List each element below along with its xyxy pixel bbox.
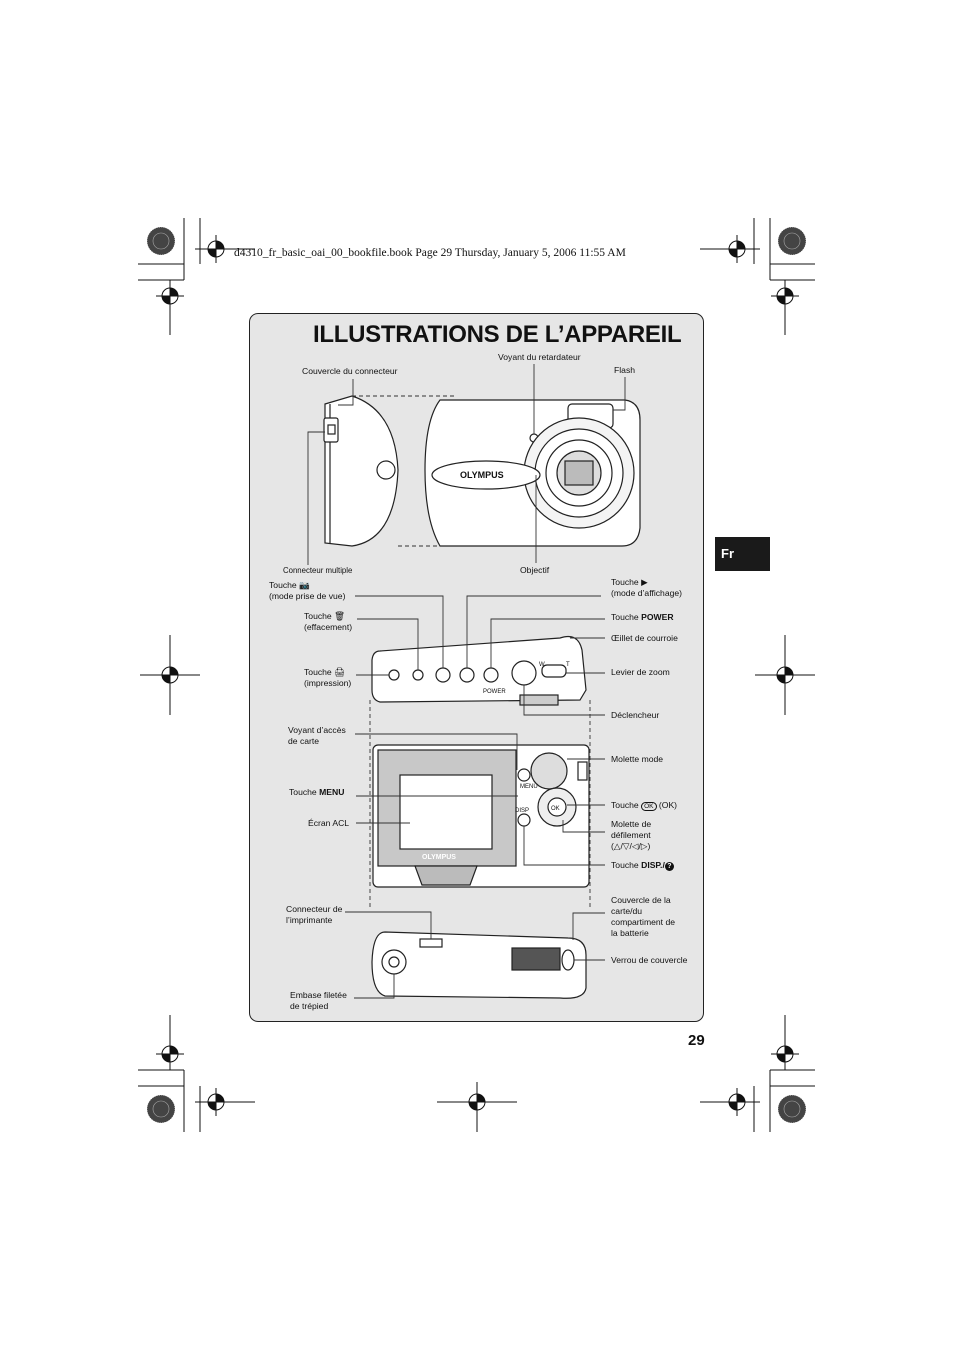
playback-icon: ▶ [641,577,648,587]
svg-text:MENU: MENU [520,784,538,790]
label-self-timer-lamp: Voyant du retardateur [498,352,581,362]
label-shutter-button: Déclencheur [611,710,660,720]
trash-icon: 🗑 [334,611,346,621]
label-cover-lock: Verrou de couvercle [611,955,688,965]
page-number: 29 [688,1032,705,1049]
svg-text:OK: OK [551,806,560,812]
label-mode-dial: Molette mode [611,754,664,764]
svg-text:T: T [566,662,570,668]
camera-side-view [324,395,399,547]
label-menu-button: Touche MENU [289,787,345,797]
label-strap-eyelet: Œillet de courroie [611,633,678,643]
back-brand: OLYMPUS [422,854,456,861]
label-disp-button: Touche DISP./? [611,860,674,871]
label-flash: Flash [614,365,636,375]
label-print-button: Touche 🖨 (impression) [304,667,352,688]
language-tab: Fr [715,537,770,571]
camera-icon: 📷 [299,580,310,590]
svg-text:POWER: POWER [483,689,506,695]
svg-text:DISP: DISP [515,808,529,814]
label-power-button: Touche POWER [611,612,674,622]
label-zoom-lever: Levier de zoom [611,667,670,677]
svg-text:W: W [539,662,545,668]
label-multi-connector: Connecteur multiple [283,566,353,575]
label-lens: Objectif [520,565,550,575]
file-header: d4310_fr_basic_oai_00_bookfile.book Page… [234,247,626,259]
front-brand: OLYMPUS [460,470,504,480]
page-title: ILLUSTRATIONS DE L’APPAREIL [313,321,682,348]
printer-icon: 🖨 [334,667,346,677]
label-connector-cover: Couvercle du connecteur [302,366,398,376]
ok-icon: OK [641,802,657,811]
label-shooting-button: Touche 📷 (mode prise de vue) [269,580,346,601]
label-erase-button: Touche 🗑 (effacement) [304,611,353,632]
label-ok-button: Touche OK (OK) [611,800,678,811]
help-icon: ? [664,862,674,871]
label-lcd: Écran ACL [308,818,350,828]
label-playback-button: Touche ▶ (mode d’affichage) [611,577,683,598]
